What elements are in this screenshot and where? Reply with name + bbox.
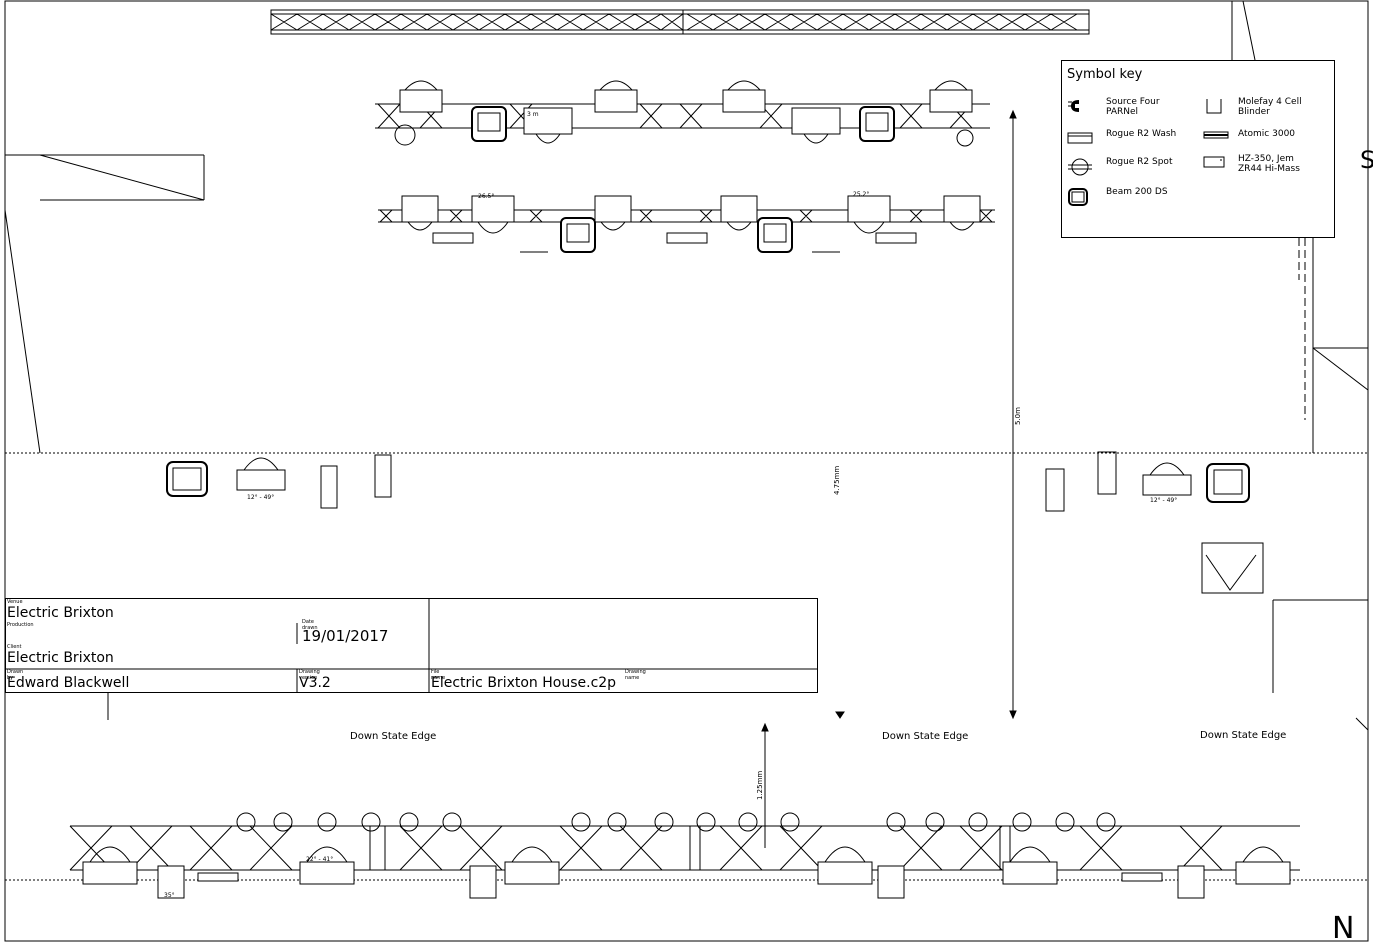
- dimension-lines: [761, 109, 1017, 848]
- venue-value: Electric Brixton: [7, 605, 114, 621]
- beam-angle-label-e: 25.2°: [853, 191, 869, 198]
- beam-200-ds-icon: [1068, 188, 1088, 206]
- beam-angle-label-d: 26.5°: [478, 193, 494, 200]
- atomic-3000-icon: [1203, 131, 1229, 139]
- upstage-header-truss: [270, 9, 1090, 35]
- floor-fixtures: [166, 451, 1264, 594]
- molefay-blinder-icon: [1206, 99, 1222, 114]
- client-value: Electric Brixton: [7, 650, 114, 666]
- symbol-key-title: Symbol key: [1067, 67, 1143, 82]
- truss-row-1: [375, 80, 990, 147]
- truss-row-2: [378, 195, 995, 253]
- version-value: V3.2: [299, 675, 331, 691]
- side-letter: S: [1360, 146, 1373, 174]
- file-value: Electric Brixton House.c2p: [431, 675, 617, 691]
- beam-angle-label-g: 35°: [164, 892, 175, 899]
- stage-left-wing: [4, 154, 205, 454]
- hazer-icon: [1203, 156, 1225, 168]
- source-four-parnel-icon: [1068, 100, 1079, 112]
- dimension-center-label: 4.75mm: [833, 466, 841, 495]
- down-stage-edge-label-2: Down State Edge: [882, 731, 968, 742]
- down-stage-edge-label-3: Down State Edge: [1200, 730, 1286, 741]
- stage-right-wing: [1231, 0, 1369, 731]
- front-truss: [5, 693, 1368, 899]
- title-block: Venue Electric Brixton Production Date d…: [5, 598, 818, 693]
- title-block-frame: [5, 598, 818, 693]
- beam-angle-label-c: 3 m: [527, 111, 539, 118]
- dimension-front-label: 1.25mm: [756, 771, 764, 800]
- beam-angle-label-a: 12° - 49°: [247, 494, 274, 501]
- beam-angle-label-f: 22° - 41°: [306, 856, 333, 863]
- rogue-r2-wash-icon: [1067, 132, 1093, 144]
- date-value: 19/01/2017: [302, 627, 389, 645]
- dimension-5m-label: 5.0m: [1014, 407, 1022, 425]
- north-label: N: [1332, 911, 1354, 943]
- beam-angle-label-b: 12° - 49°: [1150, 497, 1177, 504]
- down-stage-edge-label-1: Down State Edge: [350, 731, 436, 742]
- rogue-r2-spot-icon: [1068, 158, 1092, 176]
- designer-value: Edward Blackwell: [7, 675, 130, 691]
